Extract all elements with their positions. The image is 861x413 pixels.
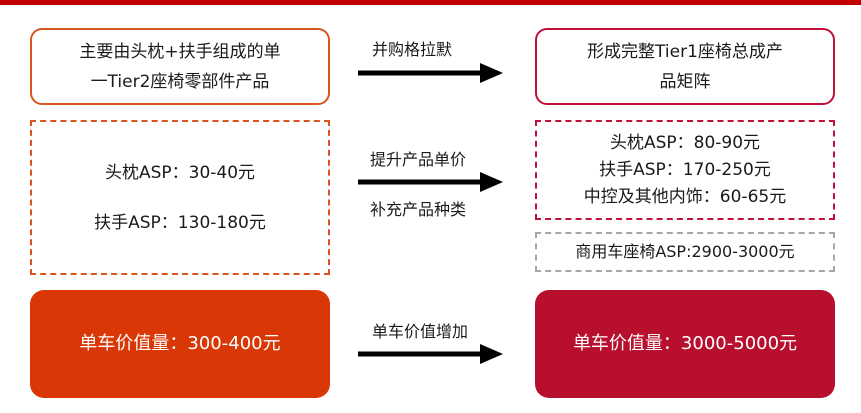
box-current-product-line-1: 主要由头枕+扶手组成的单 [79, 41, 281, 62]
arrow-right-icon [358, 63, 503, 83]
arrow-3 [358, 342, 503, 366]
commercial-seat-asp-text: 商用车座椅ASP:2900-3000元 [575, 242, 795, 261]
future-vehicle-value-text: 单车价值量：3000-5000元 [572, 333, 798, 354]
arrow-2-label-top: 提升产品单价 [370, 150, 467, 169]
armrest-asp-current: 扶手ASP：130-180元 [94, 212, 266, 233]
box-future-asp: 头枕ASP：80-90元 扶手ASP：170-250元 中控及其他内饰：60-6… [535, 120, 835, 220]
box-current-asp: 头枕ASP：30-40元 扶手ASP：130-180元 [30, 120, 330, 275]
arrow-3-label: 单车价值增加 [372, 322, 469, 341]
current-vehicle-value-text: 单车价值量：300-400元 [79, 333, 281, 354]
armrest-asp-future: 扶手ASP：170-250元 [599, 159, 771, 180]
box-current-vehicle-value: 单车价值量：300-400元 [30, 290, 330, 398]
console-interior-asp-future: 中控及其他内饰：60-65元 [583, 186, 787, 207]
box-current-product-line-2: 一Tier2座椅零部件产品 [90, 71, 270, 92]
box-future-vehicle-value: 单车价值量：3000-5000元 [535, 290, 835, 398]
box-current-product: 主要由头枕+扶手组成的单 一Tier2座椅零部件产品 [30, 28, 330, 105]
arrow-1-label: 并购格拉默 [372, 40, 453, 59]
headrest-asp-current: 头枕ASP：30-40元 [104, 162, 256, 183]
arrow-2 [358, 170, 503, 194]
arrow-right-icon [358, 344, 503, 364]
box-future-product-line-2: 品矩阵 [659, 71, 711, 92]
arrow-1 [358, 61, 503, 85]
box-future-product: 形成完整Tier1座椅总成产 品矩阵 [535, 28, 835, 105]
box-commercial-seat-asp: 商用车座椅ASP:2900-3000元 [535, 232, 835, 272]
arrow-2-label-bottom: 补充产品种类 [370, 200, 467, 219]
arrow-right-icon [358, 172, 503, 192]
top-rule [0, 0, 861, 5]
headrest-asp-future: 头枕ASP：80-90元 [609, 132, 761, 153]
box-future-product-line-1: 形成完整Tier1座椅总成产 [587, 41, 783, 62]
